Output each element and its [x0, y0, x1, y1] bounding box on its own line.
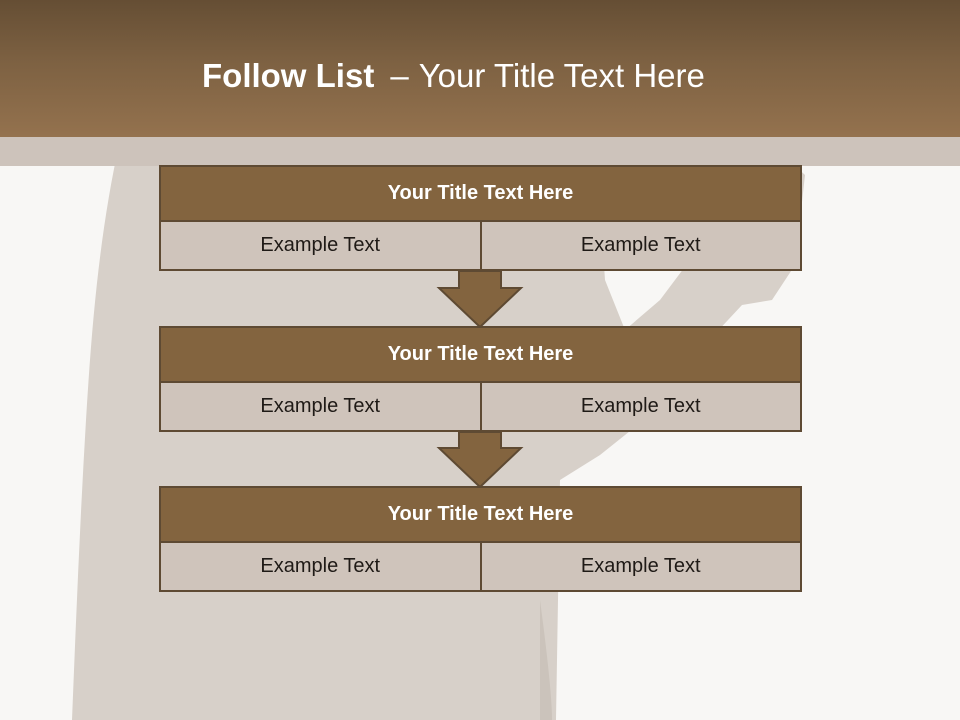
- header-strip: [0, 137, 960, 166]
- step-cell-left: Example Text: [159, 222, 482, 271]
- step-row: Example Text Example Text: [159, 222, 802, 271]
- step-cell-right: Example Text: [479, 222, 802, 271]
- step-row: Example Text Example Text: [159, 543, 802, 592]
- title-separator: –: [390, 57, 409, 94]
- step-row: Example Text Example Text: [159, 383, 802, 432]
- step-block-1: Your Title Text Here Example Text Exampl…: [159, 165, 802, 271]
- header-band: [0, 0, 960, 137]
- step-title: Your Title Text Here: [159, 326, 802, 383]
- slide-title: Follow List–Your Title Text Here: [202, 54, 705, 98]
- step-block-2: Your Title Text Here Example Text Exampl…: [159, 326, 802, 432]
- step-cell-right: Example Text: [479, 543, 802, 592]
- step-cell-left: Example Text: [159, 383, 482, 432]
- step-cell-left: Example Text: [159, 543, 482, 592]
- title-rest: Your Title Text Here: [418, 57, 705, 94]
- step-title: Your Title Text Here: [159, 486, 802, 543]
- title-bold: Follow List: [202, 57, 375, 94]
- down-arrow-icon: [436, 270, 524, 329]
- down-arrow-icon: [436, 431, 524, 489]
- step-block-3: Your Title Text Here Example Text Exampl…: [159, 486, 802, 592]
- step-title: Your Title Text Here: [159, 165, 802, 222]
- step-cell-right: Example Text: [479, 383, 802, 432]
